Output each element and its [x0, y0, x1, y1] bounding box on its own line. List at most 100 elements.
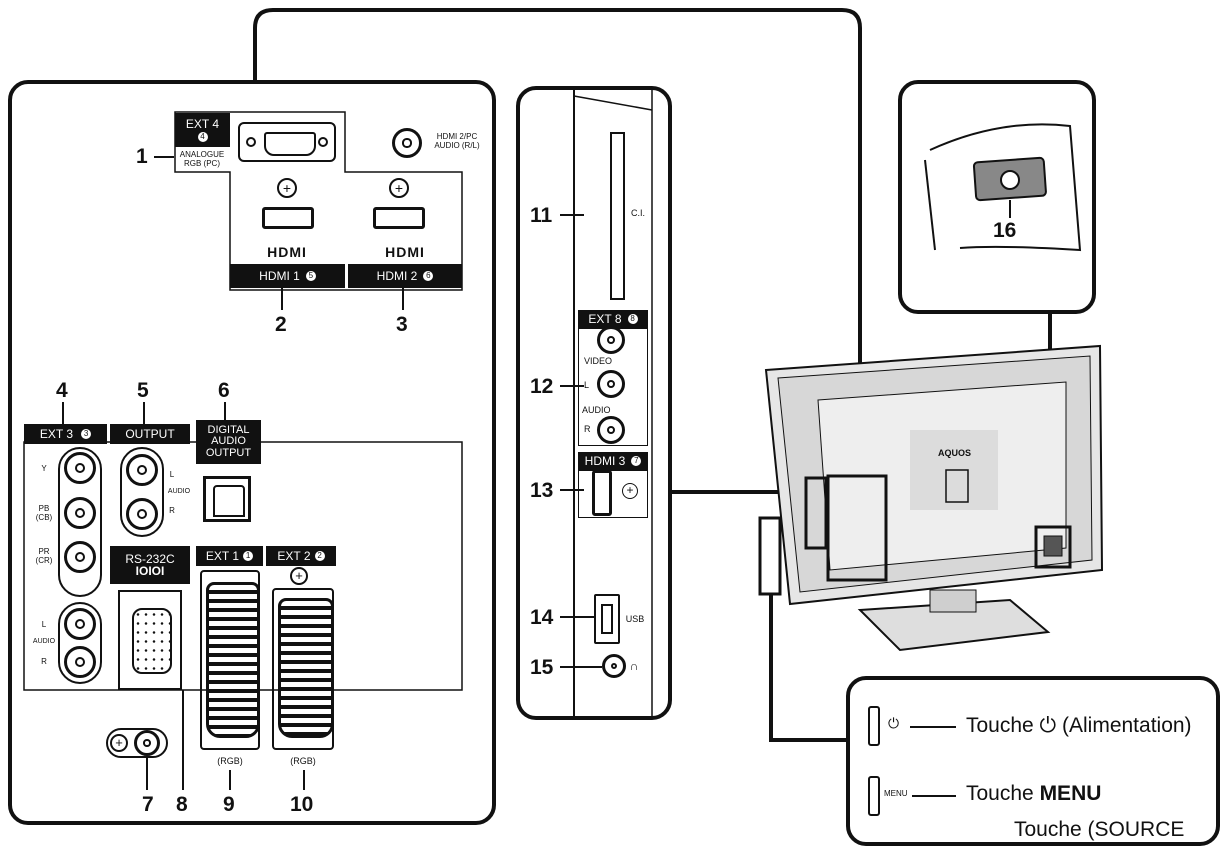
ground-icon: +	[389, 178, 409, 198]
hdmi3-box	[578, 470, 648, 518]
callout-1: 1	[136, 145, 148, 168]
ext2-scart-port	[272, 588, 334, 750]
callout-11: 11	[530, 204, 553, 227]
callout-13: 13	[530, 479, 554, 502]
y-jack	[64, 452, 96, 484]
hdmi-pc-audio-label: HDMI 2/PC AUDIO (R/L)	[434, 132, 480, 151]
power-key-icon: ⏻	[888, 715, 900, 731]
ext3-y-label: Y	[41, 464, 47, 473]
output-l-jack	[126, 454, 158, 486]
ext2-header: EXT 2 2	[266, 546, 336, 566]
hdmi1-logo: HDMI	[267, 244, 307, 260]
hdmi2-port	[373, 207, 425, 229]
callout-10: 10	[290, 793, 314, 816]
callout-15: 15	[530, 656, 554, 679]
ground-icon: +	[622, 483, 638, 499]
ext2-foot-label: (RGB)	[290, 756, 316, 766]
ext1-badge: 1	[243, 551, 254, 561]
ci-slot	[610, 132, 625, 300]
callout-7: 7	[142, 793, 154, 816]
usb-port	[594, 594, 620, 644]
hdmi3-header: HDMI 3 7	[578, 452, 648, 470]
ext4-badge: 4	[197, 132, 208, 142]
hdmi2-badge: 6	[423, 271, 434, 281]
headphone-icon: ∩	[629, 659, 639, 673]
ext3-header: EXT 3 3	[24, 424, 107, 444]
ext4-header: EXT 4 4	[175, 113, 230, 147]
pc-audio-jack	[392, 128, 422, 158]
callout-3: 3	[396, 313, 408, 336]
antenna-port	[106, 728, 168, 758]
hdmi2-header: HDMI 2 6	[348, 264, 462, 288]
ext1-foot-label: (RGB)	[217, 756, 243, 766]
ext3-badge: 3	[81, 429, 92, 439]
ext4-sub-label: ANALOGUE RGB (PC)	[179, 150, 225, 169]
callout-5: 5	[137, 379, 149, 402]
pr-jack	[64, 541, 96, 573]
optical-port	[203, 476, 251, 522]
hdmi3-port	[592, 470, 612, 516]
ext3-pb-label: PB (CB)	[35, 504, 53, 523]
ext8-video-jack	[597, 326, 625, 354]
ground-icon: +	[277, 178, 297, 198]
keys-panel	[846, 676, 1220, 846]
ext3-pr-label: PR (CR)	[35, 547, 53, 566]
hdmi1-port	[262, 207, 314, 229]
callout-4: 4	[56, 379, 68, 402]
ext8-header: EXT 8 8	[578, 310, 648, 328]
ci-label: C.I.	[630, 208, 645, 218]
callout-8: 8	[176, 793, 188, 816]
ext8-video-label: VIDEO	[584, 356, 613, 366]
ext3-r-label: R	[41, 657, 47, 666]
ground-icon: +	[110, 734, 128, 752]
pb-jack	[64, 497, 96, 529]
rs232c-sub: IOIOI	[135, 564, 165, 578]
hdmi1-header: HDMI 1 5	[230, 264, 345, 288]
ext3-audio-label: AUDIO	[32, 638, 56, 645]
ext8-r-label: R	[584, 424, 591, 434]
ext3-l-label: L	[41, 620, 47, 629]
hdmi1-badge: 5	[305, 271, 316, 281]
callout-16: 16	[993, 219, 1017, 242]
output-l-label: L	[169, 470, 175, 479]
tv-brand-label: AQUOS	[938, 448, 972, 458]
ext8-audio-label: AUDIO	[582, 405, 611, 415]
digital-audio-header: DIGITAL AUDIO OUTPUT	[196, 420, 261, 464]
callout-9: 9	[223, 793, 235, 816]
ground-icon: +	[290, 567, 308, 585]
vga-port	[238, 122, 336, 162]
rs232c-port	[118, 590, 182, 690]
ext8-audio-r-jack	[597, 416, 625, 444]
callout-2: 2	[275, 313, 287, 336]
antenna-jack	[134, 730, 160, 756]
ext3-audio-r-jack	[64, 646, 96, 678]
headphone-jack	[602, 654, 626, 678]
rs232c-header: RS-232C IOIOI	[110, 546, 190, 584]
hdmi3-badge: 7	[631, 456, 642, 466]
menu-key-icon: MENU	[884, 789, 908, 798]
ext3-audio-l-jack	[64, 608, 96, 640]
menu-key-label: Touche MENU	[966, 782, 1102, 805]
ext8-l-label: L	[584, 380, 590, 390]
power-key	[868, 706, 880, 746]
ext3-audio-block	[58, 602, 102, 684]
output-r-jack	[126, 498, 158, 530]
ext8-audio-l-jack	[597, 370, 625, 398]
callout-6: 6	[218, 379, 230, 402]
ext1-header: EXT 1 1	[196, 546, 263, 566]
menu-key	[868, 776, 880, 816]
hdmi2-logo: HDMI	[385, 244, 425, 260]
power-key-label: Touche ⏻ (Alimentation)	[966, 714, 1192, 737]
callout-14: 14	[530, 606, 554, 629]
ext2-badge: 2	[314, 551, 325, 561]
source-key-label: Touche (SOURCE	[1014, 818, 1185, 841]
output-header: OUTPUT	[110, 424, 190, 444]
ext1-scart-port	[200, 570, 260, 750]
callout-12: 12	[530, 375, 554, 398]
output-jack-block	[120, 447, 164, 537]
ext3-jack-block	[58, 447, 102, 597]
output-audio-label: AUDIO	[167, 488, 191, 495]
